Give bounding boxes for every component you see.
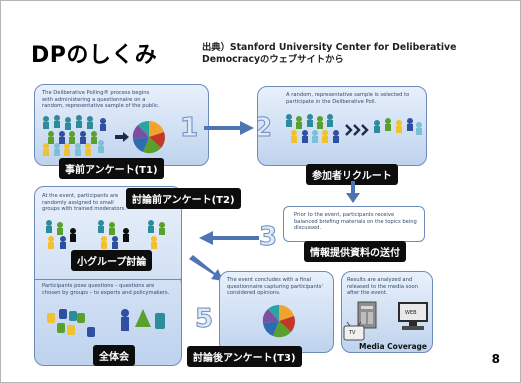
pie-chart-icon <box>262 304 295 338</box>
crowd-icon <box>286 114 339 143</box>
step2-number: 2 <box>258 113 273 144</box>
step6-panel: Results are analyzed and released to the… <box>341 271 433 353</box>
step3-text: Prior to the event, participants receive… <box>294 212 417 232</box>
panel-divider <box>35 279 181 280</box>
plenary-icon <box>47 309 165 337</box>
step1-text: The Deliberative Polling® process begins… <box>42 90 160 110</box>
step5-number: 5 <box>194 304 214 335</box>
tv-text: TV <box>349 330 356 336</box>
step4a-top-label: 討論前アンケート(T2) <box>126 188 241 209</box>
chevrons-icon <box>345 124 369 136</box>
step5-text: The event concludes with a final questio… <box>227 277 323 297</box>
step5-label: 討論後アンケート(T3) <box>187 346 302 367</box>
arrow-4-to-5-icon <box>189 255 223 281</box>
step2-panel: 2 A random, representative sample is sel… <box>257 86 427 166</box>
step4-panel: At the event, participants are randomly … <box>34 186 182 366</box>
step3-label: 情報提供資料の送付 <box>304 241 406 262</box>
step4-number: 4 <box>179 263 181 294</box>
slide-title: DPのしくみ <box>31 43 158 68</box>
source-line-2: Democracyのウェブサイトから <box>202 54 344 65</box>
right-arrow-icon <box>115 132 129 142</box>
page-number: 8 <box>491 352 500 366</box>
arrow-3-to-4-icon <box>199 231 259 245</box>
step2-label: 参加者リクルート <box>306 164 398 185</box>
tv-icon <box>343 321 365 341</box>
step3-number: 3 <box>258 222 278 253</box>
step5-panel: The event concludes with a final questio… <box>219 271 334 353</box>
step4a-text: At the event, participants are randomly … <box>42 193 126 213</box>
web-text: WEB <box>405 310 417 316</box>
computer-icon <box>398 302 428 330</box>
arrow-1-to-2-icon <box>204 121 254 135</box>
small-groups-icon <box>46 220 165 249</box>
step4b-text: Participants pose questions – questions … <box>42 283 170 296</box>
step3-panel: Prior to the event, participants receive… <box>283 206 425 242</box>
source-note: 出典）Stanford University Center for Delibe… <box>202 42 492 66</box>
arrow-2-to-3-icon <box>346 181 360 203</box>
crowd-icon <box>43 115 106 156</box>
step1-label: 事前アンケート(T1) <box>59 158 164 179</box>
pie-chart-icon <box>132 120 165 154</box>
step2-text: A random, representative sample is selec… <box>286 92 410 105</box>
media-caption: Media Coverage <box>359 342 428 351</box>
source-line-1: 出典）Stanford University Center for Delibe… <box>202 42 457 53</box>
newspaper-icon <box>357 301 377 329</box>
step4b-label: 全体会 <box>93 345 135 366</box>
step4a-label: 小グループ討論 <box>71 250 153 271</box>
step6-text: Results are analyzed and released to the… <box>347 277 419 297</box>
step1-number: 1 <box>179 113 199 144</box>
selected-people-icon <box>374 118 422 135</box>
step1-panel: The Deliberative Polling® process begins… <box>34 84 209 166</box>
